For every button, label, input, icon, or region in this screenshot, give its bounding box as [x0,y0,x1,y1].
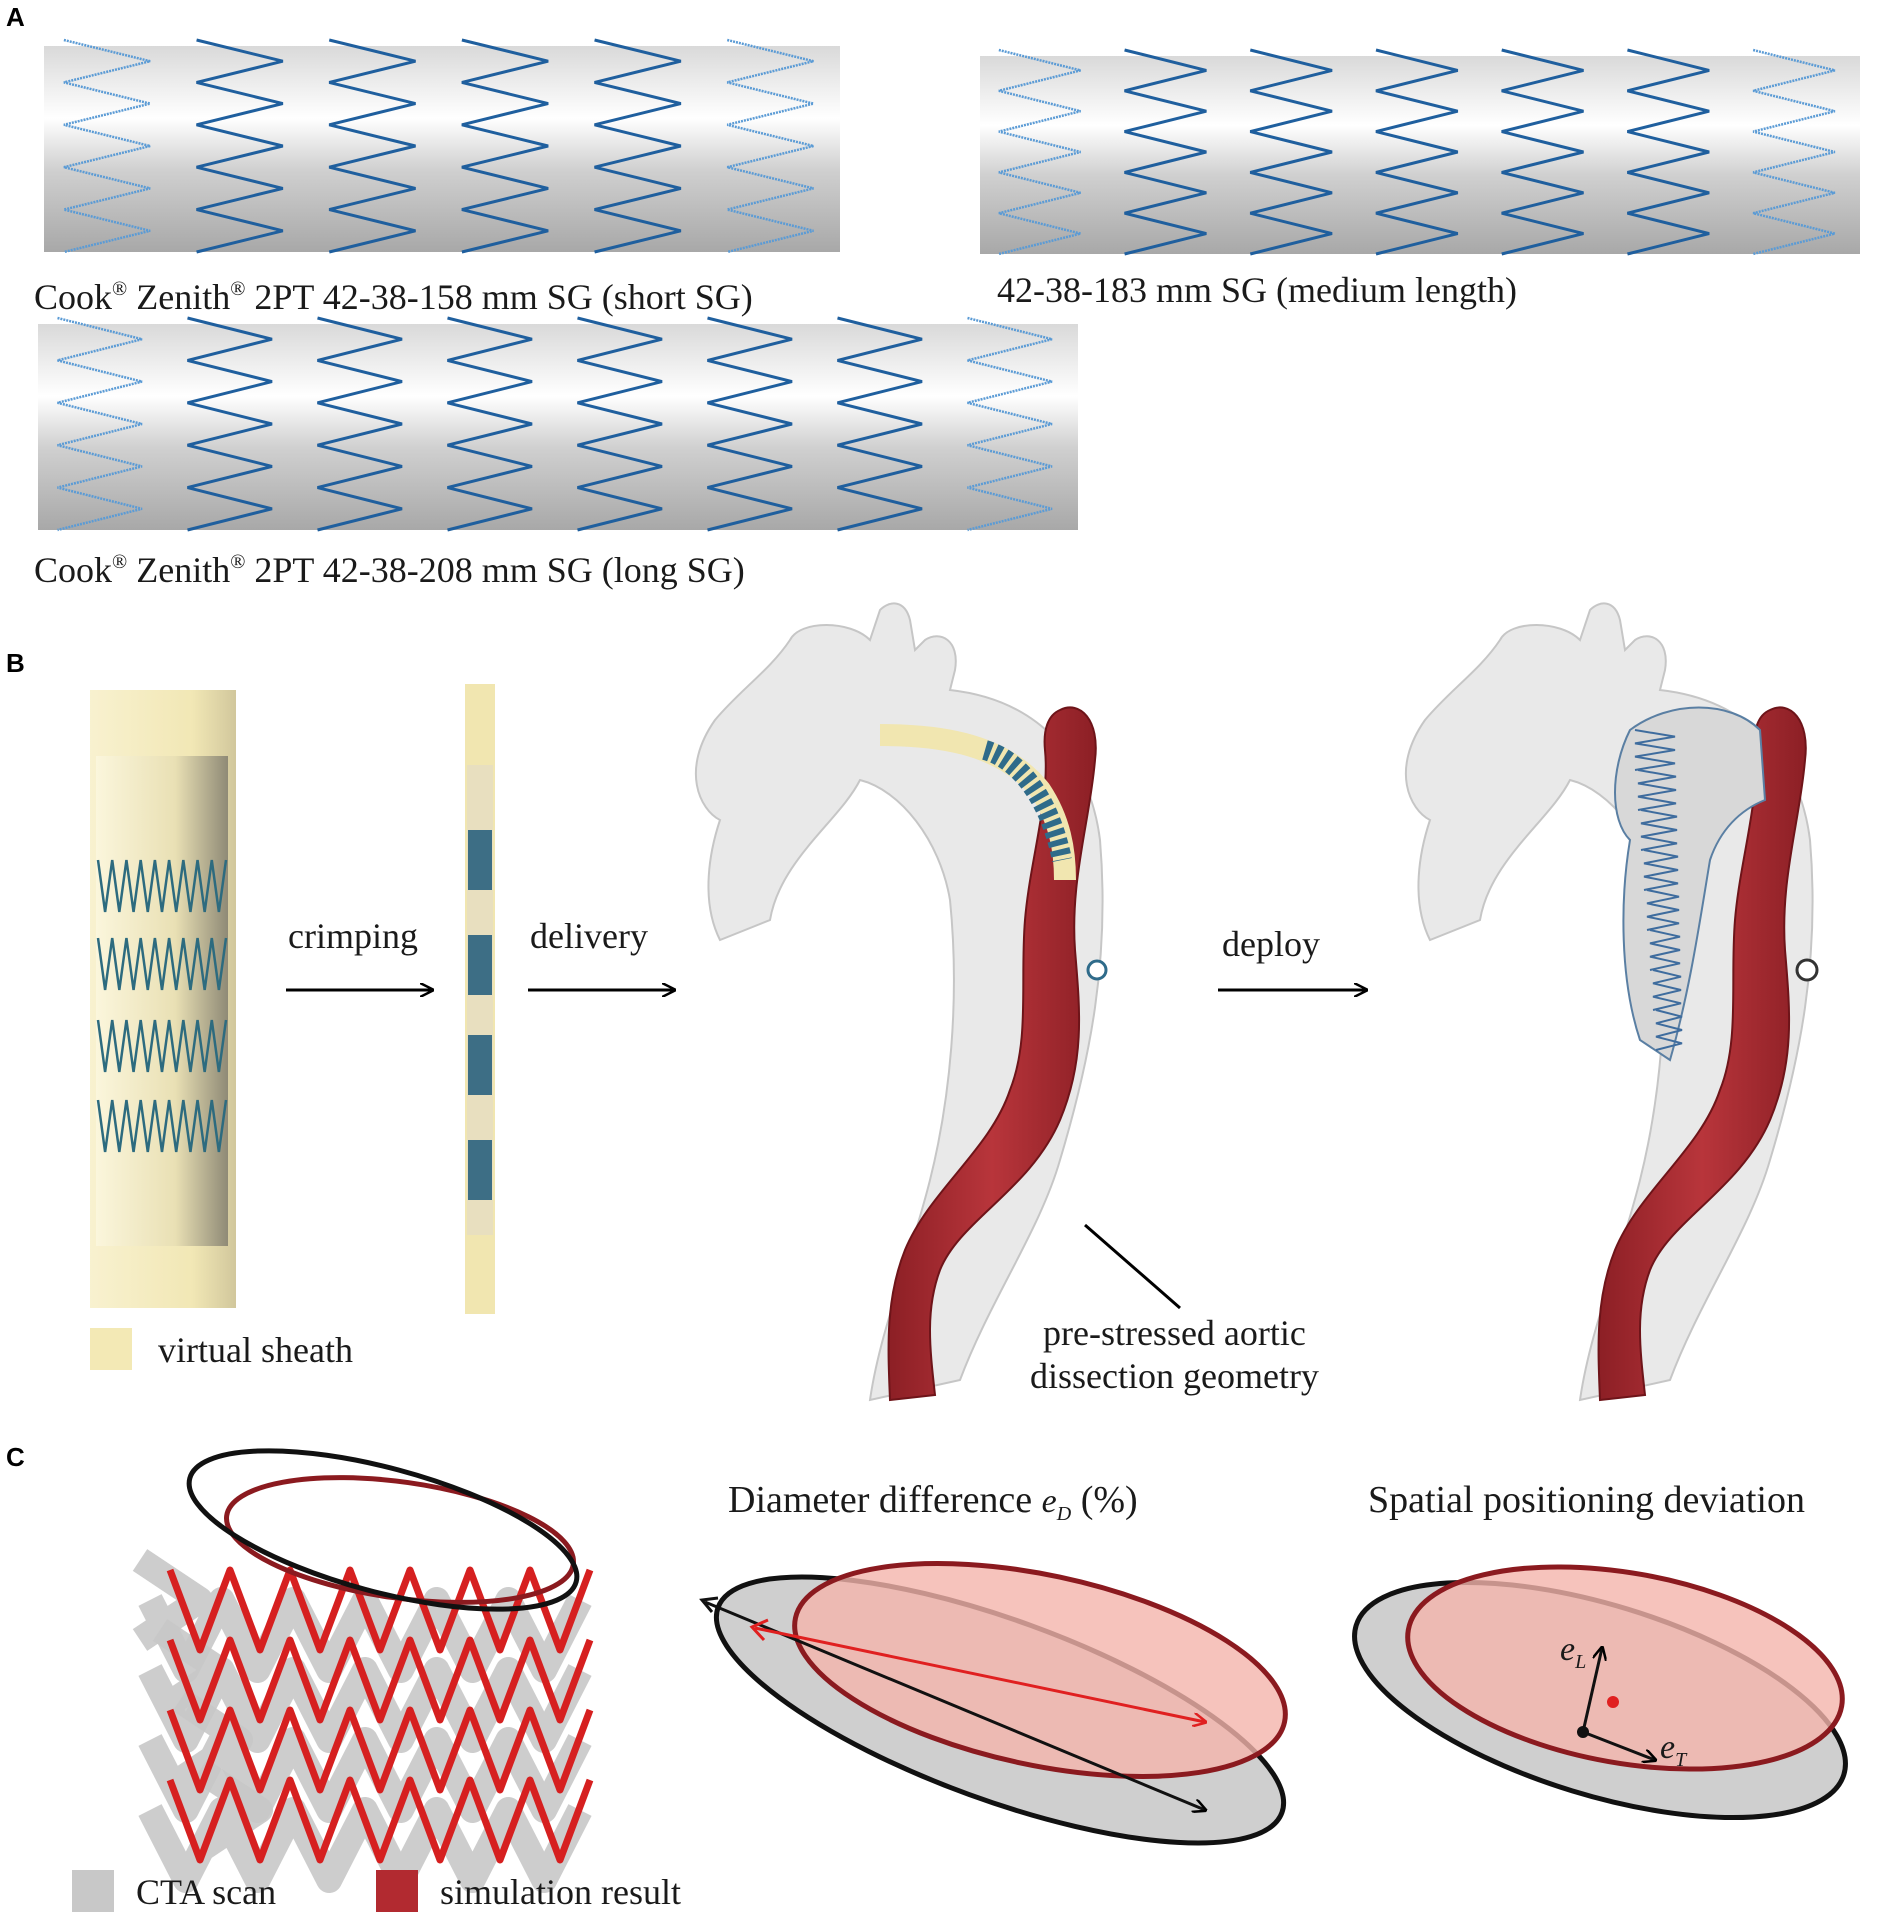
caption-medium-sg: 42-38-183 mm SG (medium length) [997,270,1517,310]
panel-b-letter: B [6,648,25,678]
virtual-sheath-legend-swatch [90,1328,132,1370]
delivery-label: delivery [530,916,648,956]
diameter-difference-diagram [699,1561,1288,1846]
spatial-deviation-diagram [1352,1564,1848,1821]
sheathed-stent-graft [90,690,236,1308]
caption-long-sg: Cook® Zenith® 2PT 42-38-208 mm SG (long … [34,550,745,590]
crimped-stent-graft [465,684,495,1314]
panel-a-letter: A [6,2,25,32]
stent-graft-long [38,316,1078,532]
simulation-result-legend-swatch [376,1870,418,1912]
cta-scan-legend-swatch [72,1870,114,1912]
spatial-deviation-title: Spatial positioning deviation [1368,1479,1805,1521]
caption-short-sg: Cook® Zenith® 2PT 42-38-158 mm SG (short… [34,277,753,317]
aorta-delivery-state [694,602,1108,1402]
stent-graft-medium [980,48,1860,256]
cta-scan-legend-label: CTA scan [136,1872,276,1912]
eT-label: eT [1660,1729,1688,1771]
crimping-label: crimping [288,916,418,956]
cta-vs-simulation-stent [132,1448,594,1893]
aortic-annotation-line1: pre-stressed aortic [1043,1313,1306,1353]
aortic-annotation-line2: dissection geometry [1030,1356,1319,1396]
aorta-deployed-state [1404,602,1819,1402]
virtual-sheath-legend-label: virtual sheath [158,1330,353,1370]
panel-c-letter: C [6,1442,25,1472]
stent-graft-short [44,38,840,254]
simulation-result-legend-label: simulation result [440,1872,681,1912]
annotation-leader-line [1084,1223,1181,1310]
eL-label: eL [1560,1631,1586,1673]
deploy-label: deploy [1222,924,1320,964]
diameter-difference-title: Diameter difference eD (%) [728,1479,1138,1525]
